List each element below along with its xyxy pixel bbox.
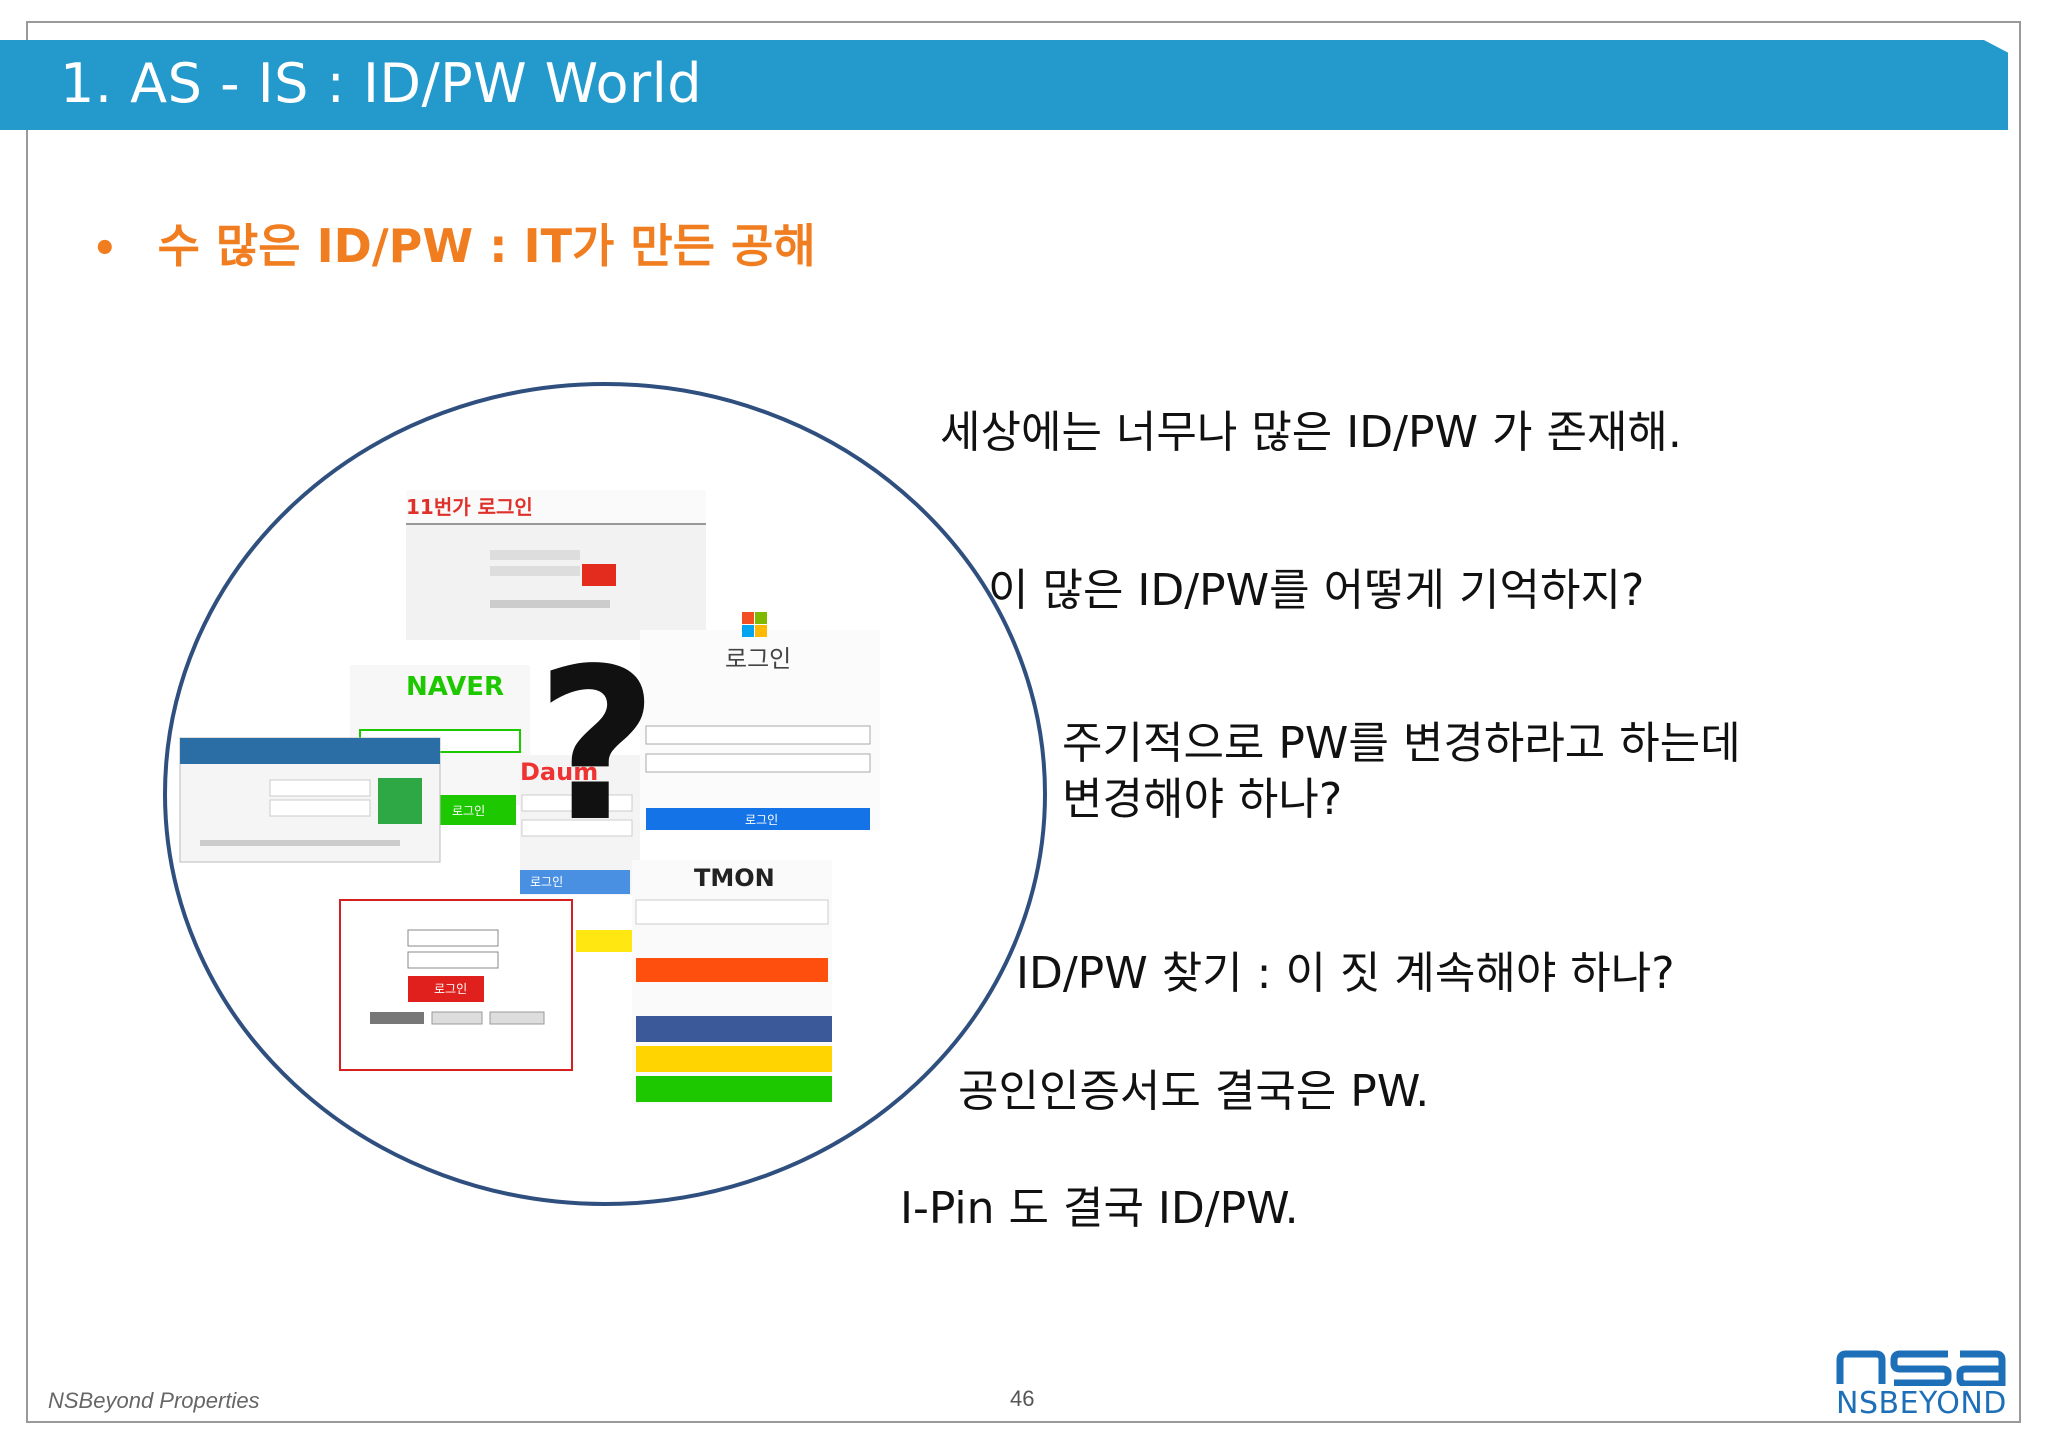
kakao-login-button [576, 930, 632, 952]
brand-tmon-label: TMON [694, 864, 775, 892]
login-screen-blue [179, 737, 441, 863]
statement-1: 세상에는 너무나 많은 ID/PW 가 존재해. [940, 407, 1682, 458]
statement-6: I-Pin 도 결국 ID/PW. [900, 1183, 1299, 1234]
header-band [0, 40, 2008, 130]
subheading-text: 수 많은 ID/PW : IT가 만든 공해 [157, 219, 816, 273]
login-screen-daum: Daum [520, 755, 640, 895]
login-screen-tmon: TMON [632, 860, 832, 1104]
statement-4: ID/PW 찾기 : 이 짓 계속해야 하나? [1016, 948, 1675, 999]
statement-3-line-1: 주기적으로 PW를 변경하라고 하는데 [1062, 718, 1741, 769]
footer-properties: NSBeyond Properties [48, 1388, 260, 1413]
login-screen-11st: 11번가 로그인 [406, 490, 706, 640]
ms-login-button: 로그인 [745, 813, 778, 827]
login-screen-microsoft: 로그인 로그인 [640, 612, 880, 830]
naver-login-button: 로그인 [452, 804, 485, 818]
brand-11st-label: 11번가 로그인 [406, 495, 533, 519]
question-mark-icon: ? [536, 623, 658, 868]
slide-title: 1. AS - IS : ID/PW World [60, 52, 703, 115]
nsa-logo-icon [1836, 1350, 2006, 1386]
page-number: 46 [1010, 1386, 1035, 1411]
red-login-button: 로그인 [434, 982, 467, 996]
brand-daum-label: Daum [520, 758, 598, 786]
statement-3-line-2: 변경해야 하나? [1062, 774, 1343, 825]
statement-2: 이 많은 ID/PW를 어떻게 기억하지? [988, 565, 1645, 616]
logo-text: NSBEYOND [1836, 1386, 2007, 1421]
statement-5: 공인인증서도 결국은 PW. [958, 1066, 1430, 1117]
brand-naver-label: NAVER [406, 672, 504, 702]
nsbeyond-logo: NSBEYOND [1836, 1350, 2007, 1421]
bullet-icon: • [92, 226, 118, 272]
ms-login-title: 로그인 [725, 645, 791, 673]
statement-3: 주기적으로 PW를 변경하라고 하는데 변경해야 하나? [1062, 716, 1741, 828]
collage-circle [163, 382, 1047, 1206]
subheading: • 수 많은 ID/PW : IT가 만든 공해 [92, 210, 816, 276]
login-screen-red: 로그인 [339, 899, 573, 1071]
daum-login-button: 로그인 [530, 875, 563, 889]
